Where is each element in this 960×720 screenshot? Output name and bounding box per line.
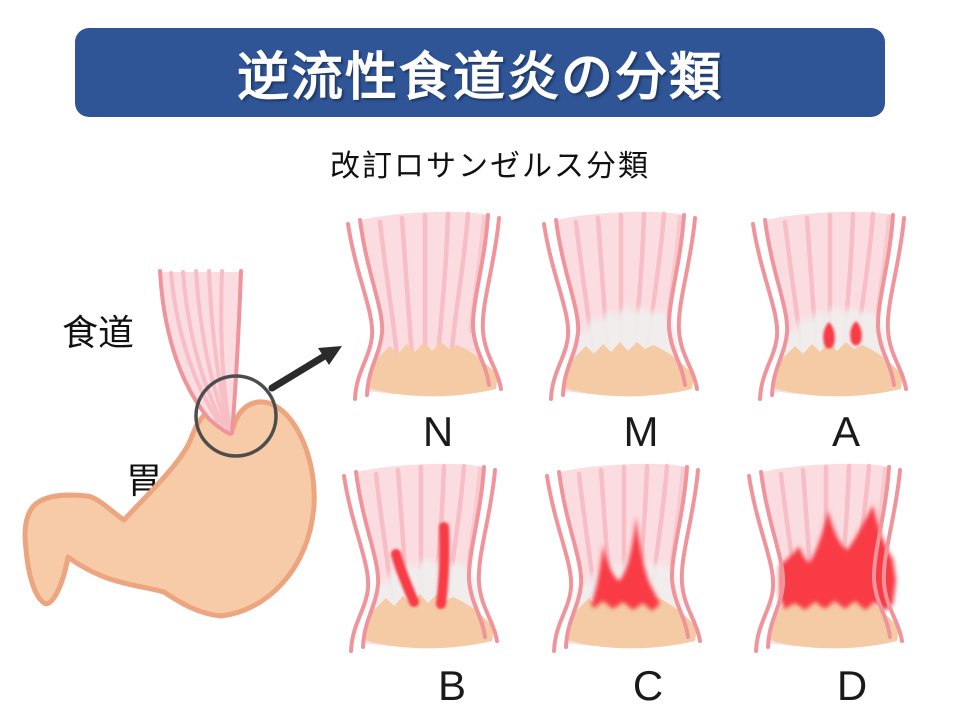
grade-panel-m [542, 212, 699, 401]
grade-label-a: A [831, 408, 860, 455]
grade-panel-c [545, 464, 702, 653]
erosion-spots [823, 321, 862, 349]
grade-label-m: M [623, 408, 659, 455]
esophagus-tube [158, 269, 243, 436]
erosion-streaks [391, 522, 450, 609]
subtitle: 改訂ロサンゼルス分類 [330, 150, 650, 183]
page-title: 逆流性食道炎の分類 [236, 49, 723, 107]
grade-label-c: C [632, 662, 664, 709]
grades-figure [342, 200, 908, 653]
magnifier-circle-icon [194, 374, 278, 458]
grade-panel-n [346, 212, 503, 401]
title-banner: 逆流性食道炎の分類 [75, 28, 885, 117]
esophagus-label: 食道 [62, 312, 135, 353]
grade-label-b: B [437, 662, 466, 709]
grade-panel-a [751, 212, 908, 401]
grade-label-n: N [422, 408, 454, 455]
erosion-confluent [591, 516, 660, 611]
grade-panel-b [342, 464, 499, 653]
grade-panel-d [747, 464, 904, 653]
anatomy-figure [22, 269, 342, 619]
arrow-icon [268, 346, 342, 392]
grade-label-d: D [836, 662, 868, 709]
